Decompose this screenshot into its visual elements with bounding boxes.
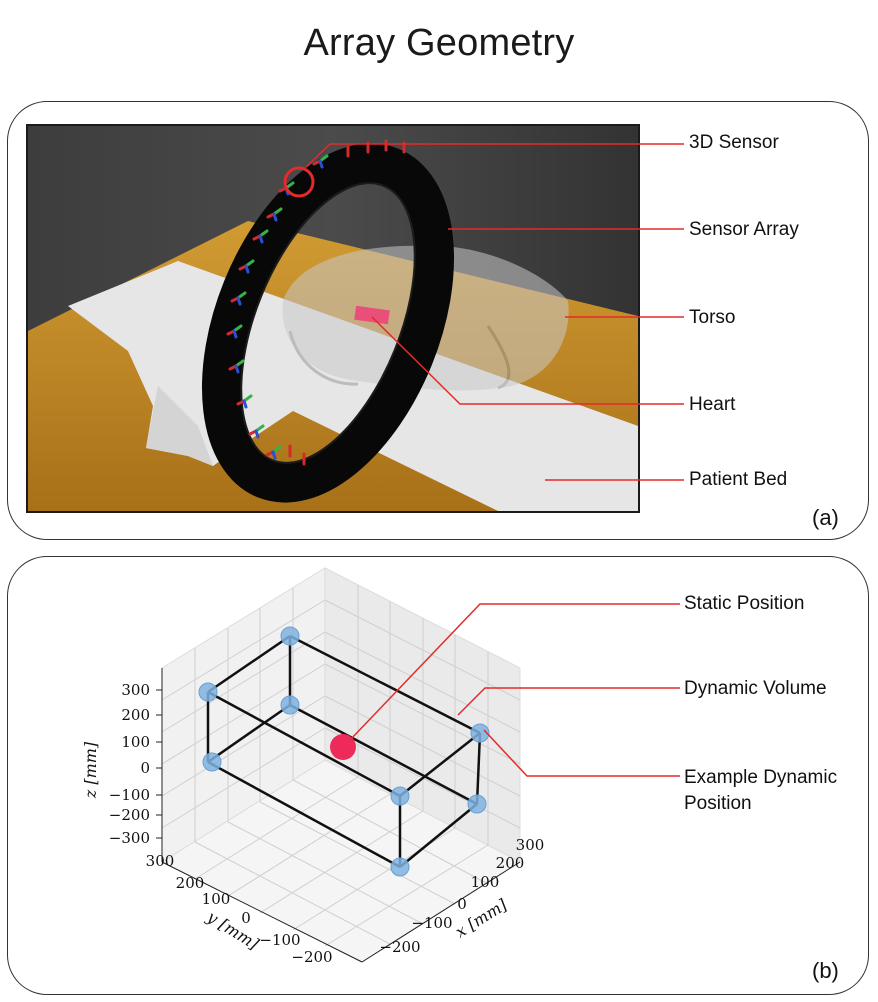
y-tick-200: 200 [176, 874, 205, 892]
z-tick-0: 0 [140, 759, 150, 777]
static-position-point [330, 734, 356, 760]
z-tick-200: 200 [121, 706, 150, 724]
label-sensor-array: Sensor Array [689, 219, 799, 240]
x-tick-m200: −200 [379, 938, 420, 956]
z-tick-300: 300 [121, 681, 150, 699]
label-example-position: Position [684, 793, 752, 814]
axis-edges [161, 668, 521, 963]
y-tick-100: 100 [202, 890, 231, 908]
x-tick-100: 100 [471, 873, 500, 891]
y-tick-m100: −100 [259, 931, 300, 949]
z-tick-m300: −300 [109, 829, 150, 847]
panel-a-tag: (a) [812, 505, 839, 530]
y-tick-labels: 300 200 100 0 −100 −200 [146, 852, 333, 966]
x-tick-300: 300 [516, 836, 545, 854]
z-tick-m100: −100 [109, 786, 150, 804]
tick-marks [156, 689, 162, 839]
z-tick-labels: 300 200 100 0 −100 −200 −300 [109, 681, 150, 847]
label-patient-bed: Patient Bed [689, 469, 788, 490]
panel-b-tag: (b) [812, 958, 839, 983]
sensor-highlight-circle [283, 166, 315, 198]
label-3d-sensor: 3D Sensor [689, 132, 779, 153]
label-static-position: Static Position [684, 593, 805, 614]
y-tick-m200: −200 [291, 948, 332, 966]
z-tick-m200: −200 [109, 806, 150, 824]
label-heart: Heart [689, 394, 736, 415]
x-tick-0: 0 [457, 895, 467, 913]
y-axis-label: y [mm] [203, 907, 263, 954]
corner-points [198, 626, 490, 877]
label-dynamic-volume: Dynamic Volume [684, 678, 827, 699]
label-example-dynamic: Example Dynamic [684, 767, 838, 788]
label-torso: Torso [689, 307, 736, 328]
z-tick-100: 100 [121, 733, 150, 751]
x-tick-labels: 300 200 100 0 −100 −200 [379, 836, 544, 956]
callout-lines-b [349, 603, 680, 777]
y-tick-300: 300 [146, 852, 175, 870]
figure-title: Array Geometry [303, 22, 575, 64]
z-axis-label: z [mm] [81, 741, 100, 799]
x-tick-m100: −100 [411, 914, 452, 932]
dynamic-volume-box [206, 634, 482, 869]
y-tick-0: 0 [241, 909, 251, 927]
x-tick-200: 200 [496, 854, 525, 872]
